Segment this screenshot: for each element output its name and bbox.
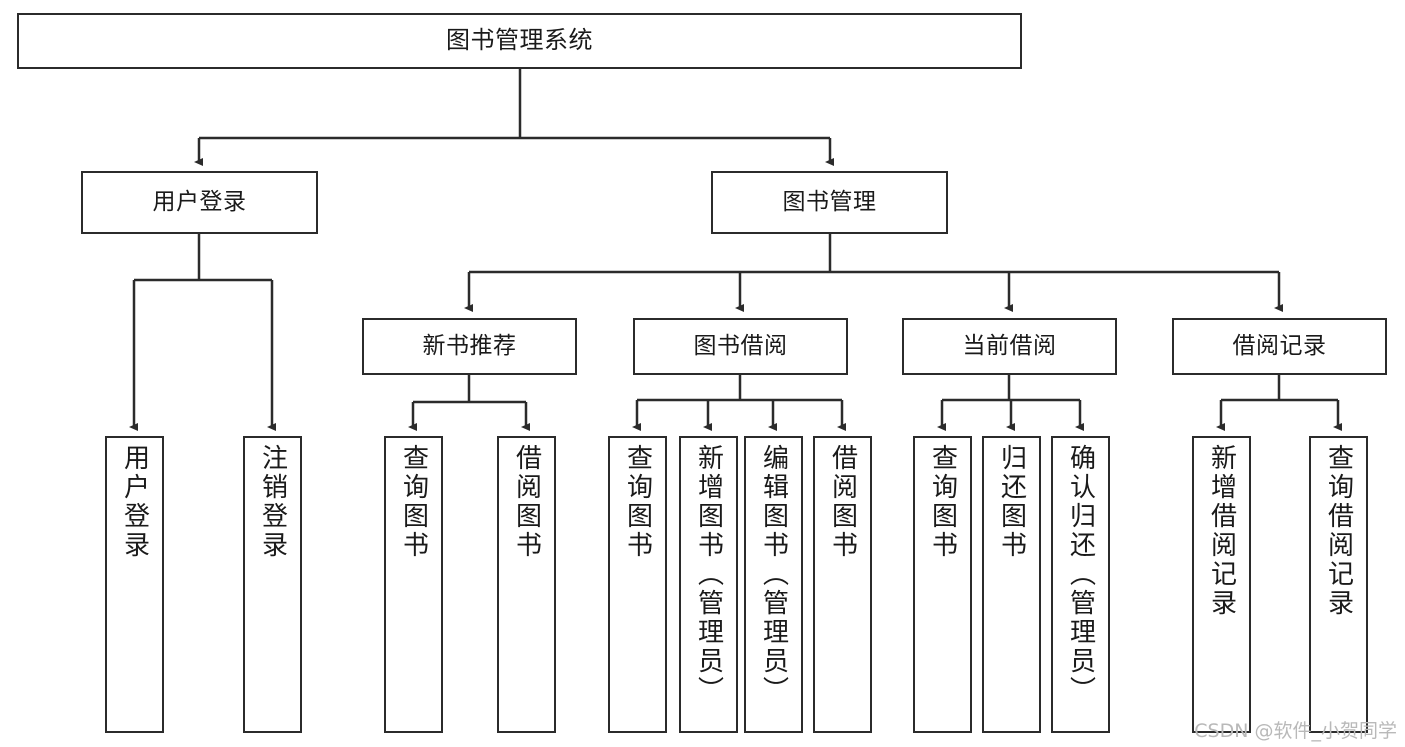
node-new-book-recommend[interactable]: 新书推荐 — [362, 318, 577, 375]
node-label: 确认归还（管理员） — [1065, 444, 1096, 705]
leaf-user-logout[interactable]: 注销登录 — [243, 436, 302, 733]
leaf-user-login[interactable]: 用户登录 — [105, 436, 164, 733]
node-label: 新增借阅记录 — [1206, 444, 1237, 618]
leaf-record-add-record[interactable]: 新增借阅记录 — [1192, 436, 1251, 733]
node-label: 注销登录 — [257, 444, 288, 560]
leaf-recommend-query-book[interactable]: 查询图书 — [384, 436, 443, 733]
node-label: 借阅记录 — [1232, 333, 1327, 360]
leaf-recommend-borrow-book[interactable]: 借阅图书 — [497, 436, 556, 733]
leaf-record-query-record[interactable]: 查询借阅记录 — [1309, 436, 1368, 733]
node-label: 用户登录 — [119, 444, 150, 560]
node-book-borrow[interactable]: 图书借阅 — [633, 318, 848, 375]
node-borrow-record[interactable]: 借阅记录 — [1172, 318, 1387, 375]
csdn-watermark: CSDN @软件_小贺同学 — [1194, 720, 1397, 742]
node-label: 图书管理 — [782, 189, 877, 216]
leaf-borrow-query-book[interactable]: 查询图书 — [608, 436, 667, 733]
node-label: 查询借阅记录 — [1323, 444, 1354, 618]
node-current-borrow[interactable]: 当前借阅 — [902, 318, 1117, 375]
node-label: 当前借阅 — [962, 333, 1057, 360]
node-book-management[interactable]: 图书管理 — [711, 171, 948, 234]
leaf-borrow-add-book-admin[interactable]: 新增图书（管理员） — [679, 436, 738, 733]
node-user-login[interactable]: 用户登录 — [81, 171, 318, 234]
node-label: 用户登录 — [152, 189, 247, 216]
node-root-library-system[interactable]: 图书管理系统 — [17, 13, 1022, 69]
node-label: 归还图书 — [996, 444, 1027, 560]
leaf-current-query-book[interactable]: 查询图书 — [913, 436, 972, 733]
node-label: 图书借阅 — [693, 333, 788, 360]
node-label: 新书推荐 — [422, 333, 517, 360]
leaf-borrow-edit-book-admin[interactable]: 编辑图书（管理员） — [744, 436, 803, 733]
node-label: 借阅图书 — [511, 444, 542, 560]
node-label: 编辑图书（管理员） — [758, 444, 789, 705]
node-label: 查询图书 — [398, 444, 429, 560]
node-label: 图书管理系统 — [446, 26, 593, 55]
node-label: 借阅图书 — [827, 444, 858, 560]
leaf-current-confirm-return-admin[interactable]: 确认归还（管理员） — [1051, 436, 1110, 733]
leaf-current-return-book[interactable]: 归还图书 — [982, 436, 1041, 733]
node-label: 查询图书 — [622, 444, 653, 560]
leaf-borrow-borrow-book[interactable]: 借阅图书 — [813, 436, 872, 733]
node-label: 查询图书 — [927, 444, 958, 560]
node-label: 新增图书（管理员） — [693, 444, 724, 705]
